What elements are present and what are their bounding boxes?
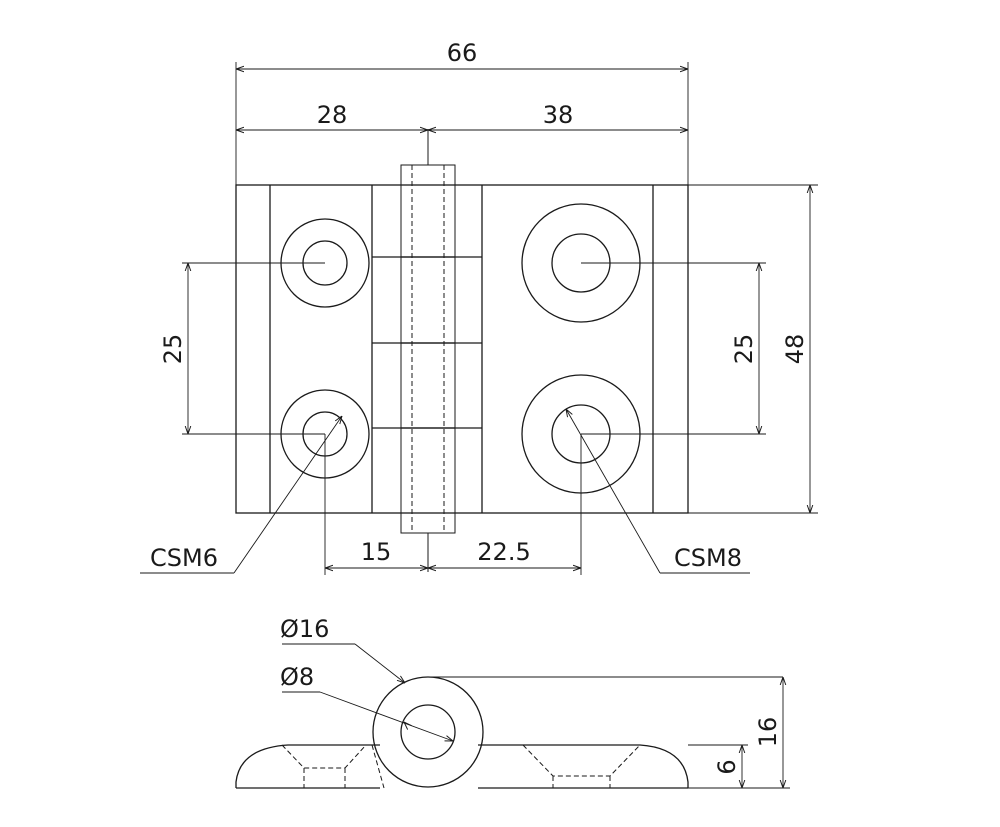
callout-label: Ø16 xyxy=(280,615,329,643)
dimension-hole-offsets: 15 22.5 xyxy=(324,434,582,575)
dimension-label: 66 xyxy=(447,39,478,67)
knuckle-inner-bore xyxy=(400,704,456,760)
right-leaf-profile xyxy=(478,744,689,788)
dimension-label: 22.5 xyxy=(477,538,530,566)
hinge-pin xyxy=(400,164,456,534)
hinge-outline xyxy=(235,184,689,514)
dimension-label: 25 xyxy=(159,334,187,365)
dimension-overall-height: 48 xyxy=(688,184,818,514)
dimension-leaf-thickness: 6 xyxy=(688,744,748,788)
left-leaf-profile xyxy=(235,744,380,788)
left-countersink-hidden xyxy=(281,744,367,769)
hinge-top-view xyxy=(235,129,689,572)
dimension-label: 28 xyxy=(317,101,348,129)
callout-label: Ø8 xyxy=(280,663,314,691)
leader-knuckle-outer-diameter: Ø16 xyxy=(280,615,405,683)
dimension-right-hole-spacing: 25 xyxy=(581,262,766,435)
leader-knuckle-inner-diameter: Ø8 xyxy=(280,663,453,741)
dimension-knuckle-height: 16 xyxy=(688,677,790,789)
dimension-left-hole-spacing: 25 xyxy=(159,262,325,435)
leader-right-countersink: CSM8 xyxy=(566,409,750,574)
dimension-label: 48 xyxy=(781,334,809,365)
dimension-label: 25 xyxy=(730,334,758,365)
leader-left-countersink: CSM6 xyxy=(140,416,342,574)
dimension-label: 6 xyxy=(713,759,741,774)
callout-label: CSM8 xyxy=(674,544,742,572)
right-countersink-hidden xyxy=(522,744,641,777)
dimension-overall-width: 66 xyxy=(235,39,689,185)
callout-label: CSM6 xyxy=(150,544,218,572)
dimension-label: 15 xyxy=(361,538,392,566)
dimension-leaf-widths: 28 38 xyxy=(236,101,688,130)
dimension-label: 38 xyxy=(543,101,574,129)
hinge-side-view xyxy=(235,676,783,789)
dimension-label: 16 xyxy=(754,717,782,748)
